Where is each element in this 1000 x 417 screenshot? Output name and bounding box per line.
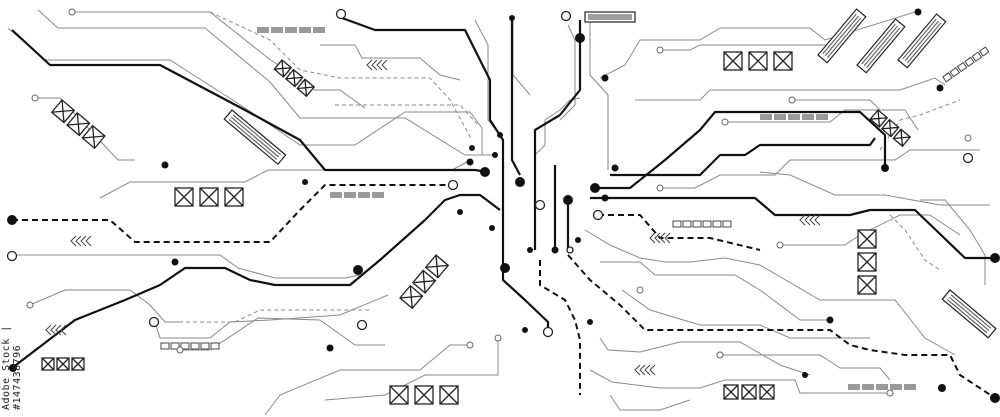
via-ring-icon	[6, 8, 974, 338]
solder-pad-icon	[257, 27, 916, 390]
thick-black-traces	[11, 16, 995, 369]
via-ring-small-icon	[26, 8, 972, 397]
chip-connector-icon	[223, 8, 997, 339]
watermark-id: Adobe Stock | #147438796	[1, 325, 23, 410]
dashed-gray-traces	[165, 11, 961, 323]
arrow-chevrons-icon	[45, 59, 821, 376]
thin-gray-traces	[7, 9, 990, 416]
via-dot-icon	[7, 8, 1000, 403]
crossed-box-icon-diagonal	[50, 59, 912, 310]
outlined-pad-icon	[160, 46, 990, 350]
crossed-box-icon	[41, 51, 877, 405]
